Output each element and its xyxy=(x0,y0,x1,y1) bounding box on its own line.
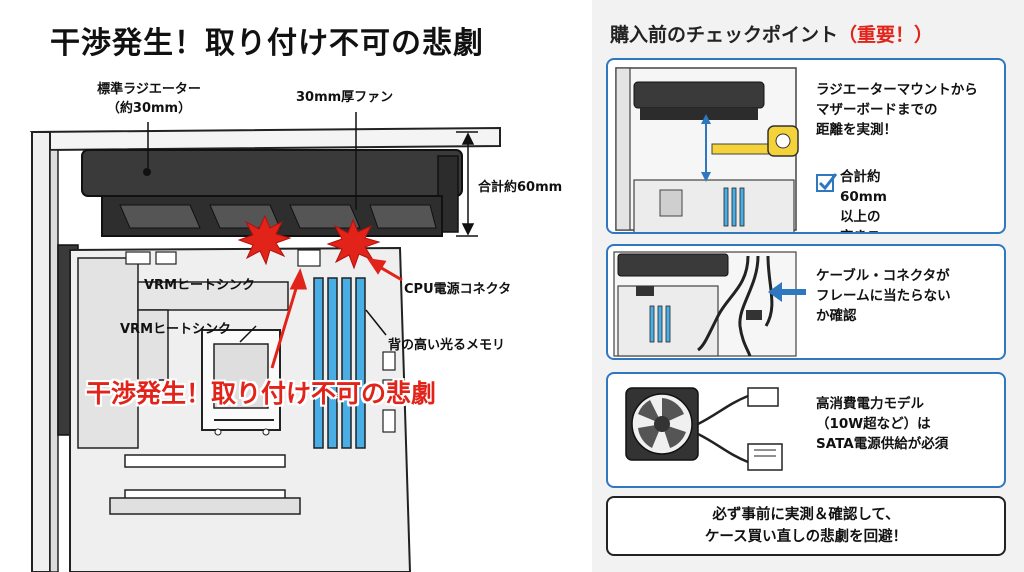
checkpoint-title: 購入前のチェックポイント（重要！） xyxy=(610,20,933,47)
fan-label: 30mm厚ファン xyxy=(296,90,394,105)
cpu-power-connector-label: CPU電源コネクタ xyxy=(404,282,512,297)
memory-label: 背の高い光るメモリ xyxy=(388,338,506,353)
motherboard xyxy=(69,246,412,572)
summary-callout: 必ず事前に実測＆確認して、 ケース買い直しの悲劇を回避！ xyxy=(606,496,1006,556)
checkpoint-panel: 購入前のチェックポイント（重要！） ラジエーターマウントから マザーボードまでの… xyxy=(592,0,1024,572)
case-top-panel xyxy=(29,126,501,572)
cable-check-instruction: ケーブル・コネクタが フレームに当たらない か確認 xyxy=(816,268,951,324)
radiator xyxy=(81,149,463,237)
main-title: 干渉発生！取り付け不可の悲劇 xyxy=(50,26,484,61)
warning-arrows xyxy=(270,258,403,369)
collision-burst-right xyxy=(326,218,381,270)
total-thickness-label: 合計約60mm xyxy=(478,180,563,195)
checkpoint-card-power: 高消費電力モデル （10W超など）は SATA電源供給が必須 xyxy=(606,372,1006,488)
radiator-label: 標準ラジエーター （約30mm） xyxy=(97,82,201,116)
power-requirement: 高消費電力モデル （10W超など）は SATA電源供給が必須 xyxy=(816,396,949,452)
vrm-heatsink-label-top: VRMヒートシンク xyxy=(144,278,256,293)
cable-illustration xyxy=(613,251,806,357)
measure-illustration xyxy=(615,67,799,232)
case-illustration xyxy=(29,112,501,572)
checkbox-icon xyxy=(816,173,838,192)
vrm-heatsink-label-bottom: VRMヒートシンク xyxy=(120,322,232,337)
checkpoint-title-emphasis: （重要！） xyxy=(838,24,934,46)
sata-power-illustration xyxy=(625,387,783,471)
interference-illustration-panel: 干渉発生！取り付け不可の悲劇 xyxy=(29,26,563,572)
space-requirement: 合計約60mm以上の 空きスペースが必要 xyxy=(840,169,887,232)
interference-warning-text: 干渉発生！取り付け不可の悲劇 xyxy=(86,379,437,408)
collision-burst-left xyxy=(237,214,292,266)
checkpoint-title-text: 購入前のチェックポイント xyxy=(610,24,839,46)
height-dimension xyxy=(456,131,478,237)
memory-modules xyxy=(313,277,366,449)
checkpoint-card-measure: ラジエーターマウントから マザーボードまでの 距離を実測！ 合計約60mm以上の… xyxy=(606,58,1006,234)
checkpoint-card-cables: ケーブル・コネクタが フレームに当たらない か確認 xyxy=(606,244,1006,360)
measure-instruction: ラジエーターマウントから マザーボードまでの 距離を実測！ xyxy=(816,82,978,138)
